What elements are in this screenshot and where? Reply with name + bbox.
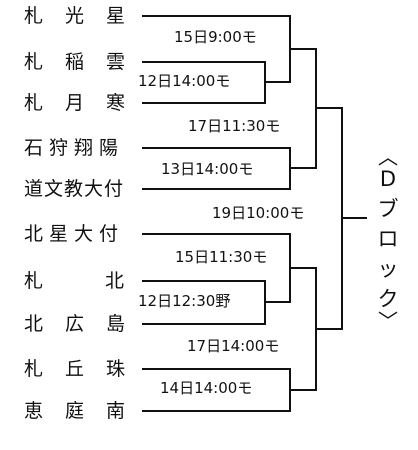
match-12-1230: 12日12:30野: [137, 291, 232, 311]
team-2: 札稲雲: [24, 49, 132, 75]
match-15-0900: 15日9:00モ: [173, 27, 258, 47]
block-bracket-open: ︿: [378, 145, 398, 169]
team-9: 札丘珠: [24, 356, 132, 382]
match-17-1400: 17日14:00モ: [186, 336, 281, 356]
team-7: 札北: [24, 268, 132, 294]
match-19-1000: 19日10:00モ: [211, 203, 306, 223]
team-8-name: 北広島: [24, 313, 148, 335]
team-10-name: 恵庭南: [24, 400, 148, 422]
line-m19-1000: [341, 107, 367, 330]
team-5: 道文教大付: [24, 176, 132, 202]
team-7-name: 札北: [24, 270, 187, 292]
line-m13-1400: [289, 147, 317, 190]
match-15-1130: 15日11:30モ: [174, 247, 269, 267]
line-m14-1400: [289, 368, 317, 412]
team-2-name: 札稲雲: [24, 51, 148, 73]
team-3: 札月寒: [24, 90, 132, 116]
match-14-1400: 14日14:00モ: [159, 378, 254, 398]
team-1-name: 札光星: [24, 5, 148, 27]
team-8: 北広島: [24, 311, 132, 337]
line-m17-1130: [315, 48, 343, 169]
team-1: 札光星: [24, 3, 132, 29]
team-6: 北星大付: [24, 221, 132, 247]
match-13-1400: 13日14:00モ: [160, 159, 255, 179]
line-m15-0900: [289, 15, 317, 83]
line-m12-1400: [264, 61, 291, 104]
team-3-name: 札月寒: [24, 92, 148, 114]
team-10: 恵庭南: [24, 398, 132, 424]
block-bracket-close: ﹀: [378, 309, 398, 333]
team-9-name: 札丘珠: [24, 358, 148, 380]
match-17-1130: 17日11:30モ: [187, 116, 282, 136]
team-4-name: 石狩翔陽: [24, 137, 125, 159]
team-4: 石狩翔陽: [24, 135, 132, 161]
line-m12-1230: [264, 280, 291, 325]
team-6-name: 北星大付: [24, 223, 125, 245]
line-m15-1130: [289, 233, 317, 303]
team-5-name: 道文教大付: [24, 178, 125, 200]
match-12-1400: 12日14:00モ: [137, 71, 232, 91]
line-m17-1400: [315, 267, 343, 391]
